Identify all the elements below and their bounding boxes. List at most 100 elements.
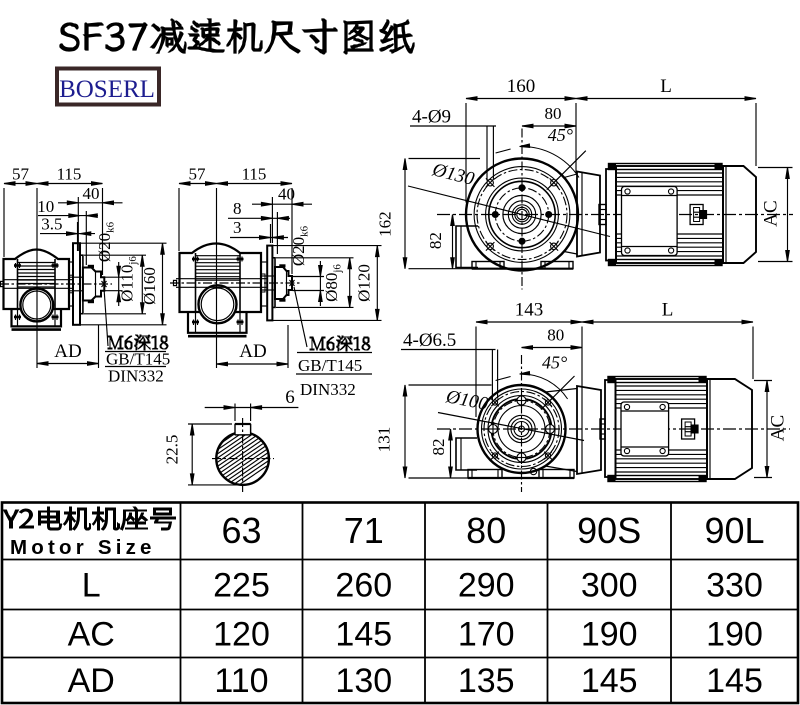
drawing-line bbox=[101, 280, 107, 288]
dimension-label: Ø160 bbox=[140, 267, 159, 305]
drawing-circle bbox=[518, 237, 526, 245]
drawing-line bbox=[490, 451, 500, 460]
dimension-label: AC bbox=[768, 415, 789, 441]
page-title: SF37减速机尺寸图纸 bbox=[58, 17, 415, 59]
dimension-arrow bbox=[116, 265, 122, 278]
dimension-label: 115 bbox=[57, 165, 82, 184]
dimension-arrow bbox=[475, 319, 488, 325]
drawing-circle bbox=[516, 208, 528, 221]
dimension-label: DIN332 bbox=[108, 367, 164, 386]
dimension-arrow bbox=[87, 361, 99, 366]
dimension-arrow bbox=[216, 181, 228, 186]
drawing-circle bbox=[624, 247, 631, 254]
drawing-line bbox=[217, 433, 268, 484]
dimension-label: AD bbox=[239, 341, 266, 362]
dimension-label: 45° bbox=[548, 125, 573, 145]
drawing-line bbox=[217, 433, 268, 484]
drawing-rect bbox=[714, 259, 723, 266]
drawing-line bbox=[549, 241, 559, 252]
dimension-arrow bbox=[374, 308, 380, 321]
dimension-arrow bbox=[374, 245, 380, 258]
dimension-arrow bbox=[347, 257, 353, 270]
dimension-label: Ø100 bbox=[443, 386, 490, 415]
drawing-circle bbox=[514, 206, 530, 223]
dimension-arrow bbox=[450, 214, 455, 226]
drawing-circle bbox=[487, 180, 556, 249]
dimension-arrow bbox=[216, 361, 228, 367]
drawing-rect bbox=[87, 300, 95, 304]
dimension-arrow bbox=[570, 345, 583, 350]
dimension-arrow bbox=[741, 319, 754, 325]
motor-frame-window bbox=[620, 401, 670, 457]
dimension-label: L bbox=[662, 300, 674, 321]
note-m6-glyphs bbox=[107, 334, 169, 351]
dimension-arrow bbox=[277, 215, 289, 221]
table-cell: 170 bbox=[458, 616, 515, 654]
drawing-outline bbox=[722, 165, 757, 264]
dimension-label: 115 bbox=[242, 165, 267, 184]
drawing-circle bbox=[464, 157, 580, 272]
table-cell: 130 bbox=[335, 662, 392, 700]
dimension-arrow bbox=[259, 235, 271, 240]
dimension-label: Ø130 bbox=[429, 159, 477, 190]
drawing-circle bbox=[483, 390, 560, 468]
dimension-arrow bbox=[744, 96, 757, 101]
dimension-arrow bbox=[448, 466, 453, 479]
dimension-arrow bbox=[318, 290, 323, 302]
drawing-circle bbox=[659, 403, 666, 411]
brand-logo-box bbox=[55, 66, 161, 107]
dimension-label: L bbox=[660, 76, 672, 97]
dimension-arrow bbox=[448, 428, 453, 441]
page-title-glyphs bbox=[59, 18, 415, 55]
table-header-cn: Y2电机机座号 bbox=[4, 506, 160, 534]
table-cell: 225 bbox=[213, 567, 270, 605]
dimension-arrow bbox=[223, 405, 236, 410]
drawing-outline bbox=[178, 242, 263, 314]
dimension-label: 82 bbox=[426, 232, 445, 249]
shaft-section: 6 22.5 bbox=[163, 387, 299, 492]
drawing-line bbox=[103, 287, 109, 347]
drawing-circle bbox=[659, 447, 666, 455]
drawing-rect bbox=[714, 163, 723, 170]
dimension-label: 57 bbox=[12, 165, 30, 184]
dimension-label: 4-Ø6.5 bbox=[403, 330, 456, 351]
dimension-arrow bbox=[160, 243, 165, 255]
dimension-label: DIN332 bbox=[300, 380, 356, 399]
drawing-line bbox=[563, 250, 578, 255]
dimension-arrow bbox=[785, 167, 790, 179]
drawing-rect bbox=[607, 475, 616, 482]
drawing-circle bbox=[545, 210, 553, 219]
drawing-outline bbox=[706, 378, 753, 480]
drawing-rect bbox=[608, 259, 616, 266]
dimension-arrow bbox=[86, 213, 98, 218]
dimension-arrow bbox=[139, 255, 145, 267]
table-cell: 120 bbox=[213, 616, 270, 654]
dimension-arrow bbox=[68, 213, 80, 218]
brand-logo-text: BOSERL bbox=[59, 76, 155, 103]
section-hatching bbox=[217, 433, 268, 484]
dimension-arrow bbox=[402, 466, 408, 479]
drawing-circle bbox=[480, 388, 563, 470]
dimension-arrow bbox=[189, 473, 195, 485]
dimension-arrow bbox=[291, 201, 304, 207]
dimension-arrow bbox=[764, 466, 770, 478]
dimension-arrow bbox=[139, 302, 145, 314]
drawing-circle bbox=[623, 403, 631, 411]
dimension-arrow bbox=[521, 123, 534, 129]
dimension-arrow bbox=[465, 96, 478, 101]
dimension-label: 10 bbox=[37, 197, 54, 216]
page-title-text: SF37减速机尺寸图纸 bbox=[58, 17, 404, 59]
table-cell: 145 bbox=[581, 662, 638, 700]
table-cell: 135 bbox=[458, 662, 515, 700]
dimension-label: 3.5 bbox=[41, 215, 62, 234]
viewC: 160 L 80 4-Ø9 45° Ø130 162 82 AC bbox=[376, 76, 793, 290]
dimension-arrow bbox=[66, 231, 78, 236]
dimension-arrow bbox=[260, 201, 273, 207]
dimension-label: Ø120 bbox=[355, 264, 374, 302]
dimension-label: Ø110j6 bbox=[118, 256, 140, 302]
dimension-label: 80 bbox=[545, 104, 562, 123]
drawing-circle bbox=[507, 200, 537, 229]
drawing-line bbox=[543, 451, 553, 460]
table-cell: 145 bbox=[335, 616, 392, 654]
drawing-circle bbox=[473, 166, 571, 263]
